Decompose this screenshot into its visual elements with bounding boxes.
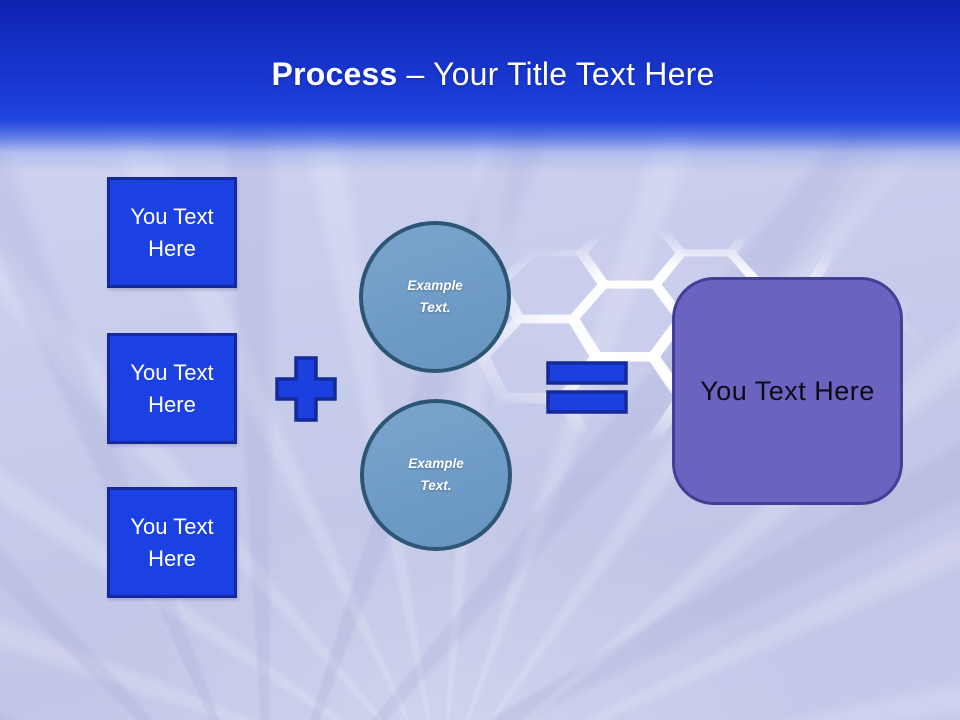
example-circle-1-label: Example Text. <box>407 277 463 315</box>
example-circle-2-label: Example Text. <box>408 455 464 493</box>
plus-icon <box>275 356 337 422</box>
example-circle-2: Example Text. <box>360 399 512 551</box>
input-box-2-label: You Text Here <box>130 360 214 417</box>
title-band <box>0 0 960 172</box>
title-bold-segment: Process <box>271 56 398 92</box>
example-circle-1: Example Text. <box>359 221 511 373</box>
result-box: You Text Here <box>672 277 903 505</box>
input-box-1: You Text Here <box>107 177 237 288</box>
result-box-label: You Text Here <box>700 375 875 406</box>
slide-title: Process– Your Title Text Here <box>0 56 960 93</box>
input-box-3-label: You Text Here <box>130 514 214 571</box>
input-box-1-label: You Text Here <box>130 204 214 261</box>
title-rest-segment: – Your Title Text Here <box>406 56 715 92</box>
input-box-2: You Text Here <box>107 333 237 444</box>
input-box-3: You Text Here <box>107 487 237 598</box>
equals-icon <box>546 361 628 414</box>
